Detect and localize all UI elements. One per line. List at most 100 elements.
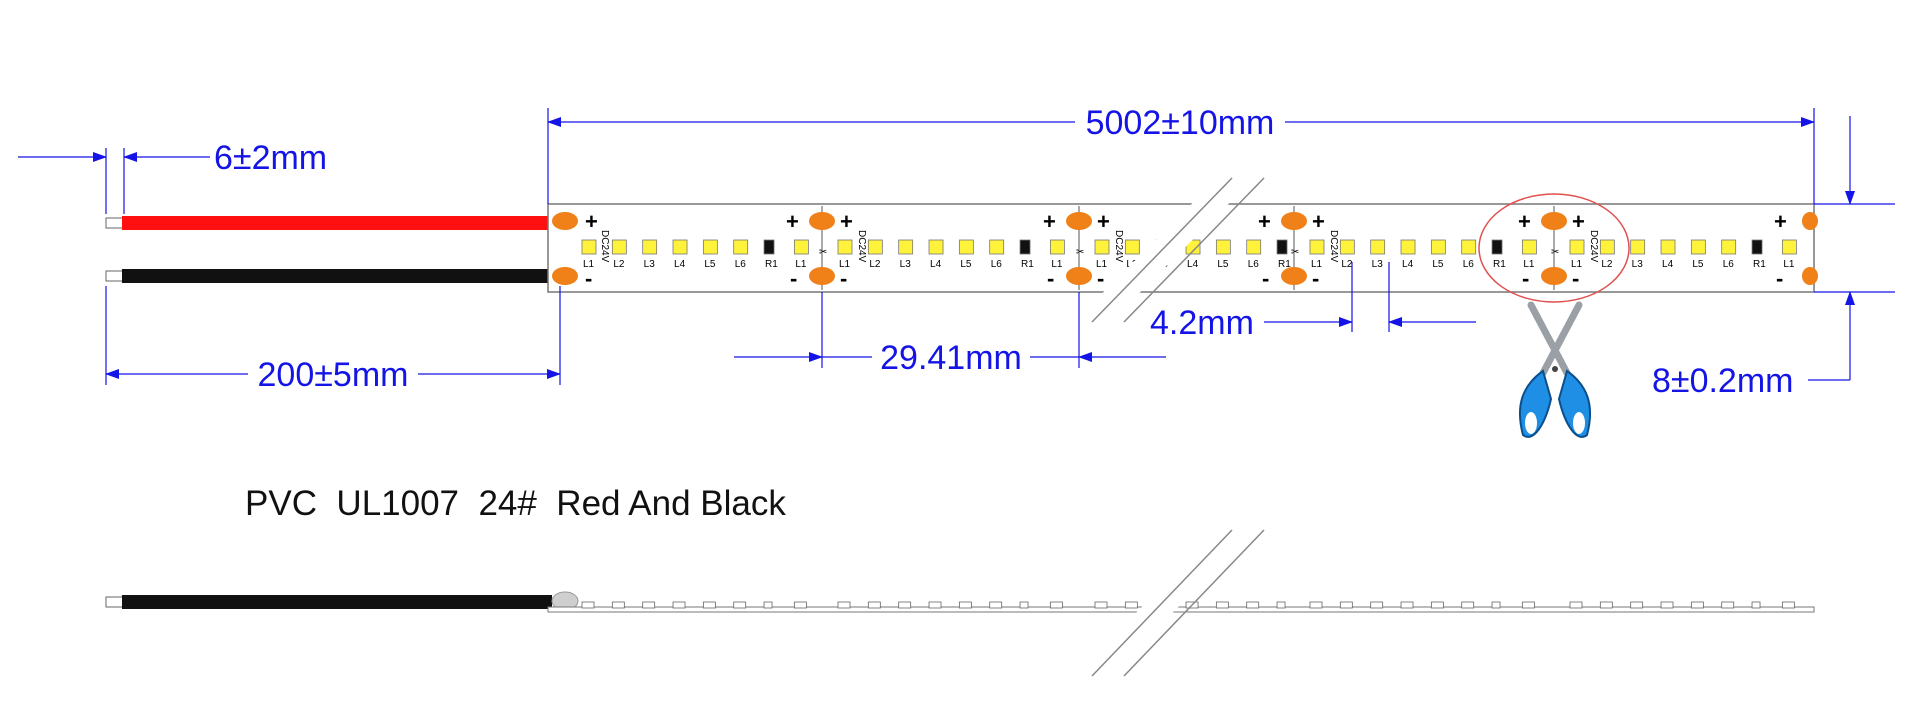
negative-symbol: - xyxy=(1522,266,1529,291)
led-chip xyxy=(1246,239,1262,255)
led-chip xyxy=(1185,239,1201,255)
side-led-chip xyxy=(1019,601,1029,609)
solder-pad-positive xyxy=(809,212,835,230)
led-chip xyxy=(928,239,944,255)
side-led-chip xyxy=(763,601,773,609)
led-label: L5 xyxy=(1692,259,1704,270)
side-black-wire xyxy=(122,595,552,609)
led-label: L3 xyxy=(1632,259,1644,270)
led-label: L6 xyxy=(1248,259,1260,270)
led-chip xyxy=(1400,239,1416,255)
led-pitch-label: 4.2mm xyxy=(1150,304,1254,342)
dimension-led-pitch: 4.2mm xyxy=(1150,262,1476,342)
total-length-label: 5002±10mm xyxy=(1086,104,1275,142)
solder-pad-negative xyxy=(1066,267,1092,285)
negative-symbol: - xyxy=(1776,266,1783,291)
side-led-chip xyxy=(989,601,1003,609)
side-led-chip xyxy=(733,601,747,609)
led-label: L4 xyxy=(1187,259,1199,270)
led-label: L6 xyxy=(1723,259,1735,270)
solder-pad-negative xyxy=(1541,267,1567,285)
red-wire xyxy=(122,216,552,230)
led-label: L1 xyxy=(1311,259,1323,270)
resistor xyxy=(1019,239,1031,255)
led-chip xyxy=(642,239,658,255)
resistor xyxy=(1276,239,1288,255)
lead-length-label: 200±5mm xyxy=(258,356,409,394)
side-wire-bare-end xyxy=(105,596,125,608)
voltage-label: DC24V xyxy=(1588,230,1599,263)
positive-symbol: + xyxy=(1774,209,1787,234)
led-chip xyxy=(1215,239,1231,255)
voltage-label: DC24V xyxy=(856,230,867,263)
dimension-total-length: 5002±10mm xyxy=(547,104,1815,204)
side-led-chip xyxy=(1215,601,1229,609)
dimension-bare-wire: 6±2mm xyxy=(18,139,327,214)
side-led-chip xyxy=(1400,601,1414,609)
break-mark xyxy=(1082,168,1265,332)
led-label: L1 xyxy=(1523,259,1535,270)
solder-pad-positive xyxy=(1541,212,1567,230)
negative-symbol: - xyxy=(585,266,592,291)
side-led-chip xyxy=(793,601,807,609)
led-chip xyxy=(1630,239,1646,255)
side-led-chip xyxy=(958,601,972,609)
side-led-chip xyxy=(702,601,716,609)
voltage-label: DC24V xyxy=(1113,230,1124,263)
led-chip xyxy=(1049,239,1065,255)
solder-pad-positive xyxy=(1802,212,1818,230)
led-label: L5 xyxy=(704,259,716,270)
cut-point-highlight xyxy=(1478,193,1630,303)
led-chip xyxy=(1430,239,1446,255)
solder-pad-positive xyxy=(1281,212,1307,230)
solder-pad-positive xyxy=(552,212,578,230)
solder-pad-positive xyxy=(1066,212,1092,230)
side-led-chip xyxy=(1246,601,1260,609)
voltage-label: DC24V xyxy=(1328,230,1339,263)
led-label: L1 xyxy=(1783,259,1795,270)
side-led-chip xyxy=(1630,601,1644,609)
solder-pad-negative xyxy=(1281,267,1307,285)
led-label: L1 xyxy=(795,259,807,270)
led-chip xyxy=(989,239,1005,255)
wire-leads xyxy=(105,216,552,283)
positive-symbol: + xyxy=(786,209,799,234)
resistor-label: R1 xyxy=(1278,259,1291,270)
positive-symbol: + xyxy=(1097,209,1110,234)
solder-pad-negative xyxy=(809,267,835,285)
solder-pad-negative xyxy=(1802,267,1818,285)
led-chip xyxy=(611,239,627,255)
negative-symbol: - xyxy=(1312,266,1319,291)
led-strip-side-view xyxy=(105,520,1815,686)
solder-pad-negative xyxy=(552,267,578,285)
side-led-chip xyxy=(1569,601,1583,609)
led-chip xyxy=(1660,239,1676,255)
positive-symbol: + xyxy=(1572,209,1585,234)
led-label: L4 xyxy=(1402,259,1414,270)
dimension-lead-length: 200±5mm xyxy=(105,286,561,394)
led-chip xyxy=(793,239,809,255)
led-label: L3 xyxy=(900,259,912,270)
side-led-chip xyxy=(611,601,625,609)
side-led-chip xyxy=(1430,601,1444,609)
led-chip xyxy=(581,239,597,255)
led-chip xyxy=(1124,239,1140,255)
led-label: L1 xyxy=(1571,259,1583,270)
led-chip xyxy=(1094,239,1110,255)
led-chip xyxy=(1599,239,1615,255)
side-led-chip xyxy=(1094,601,1108,609)
cut-mark-icon: ✂ xyxy=(1291,247,1299,258)
positive-symbol: + xyxy=(840,209,853,234)
led-label: L5 xyxy=(1217,259,1229,270)
side-led-chip xyxy=(1491,601,1501,609)
black-wire-bare-end xyxy=(105,270,125,282)
side-led-chip xyxy=(867,601,881,609)
side-led-chip xyxy=(837,601,851,609)
led-label: L5 xyxy=(1432,259,1444,270)
led-chip xyxy=(958,239,974,255)
side-led-chip xyxy=(1660,601,1674,609)
led-chip xyxy=(1521,239,1537,255)
led-chip xyxy=(1309,239,1325,255)
side-led-chip xyxy=(1690,601,1704,609)
